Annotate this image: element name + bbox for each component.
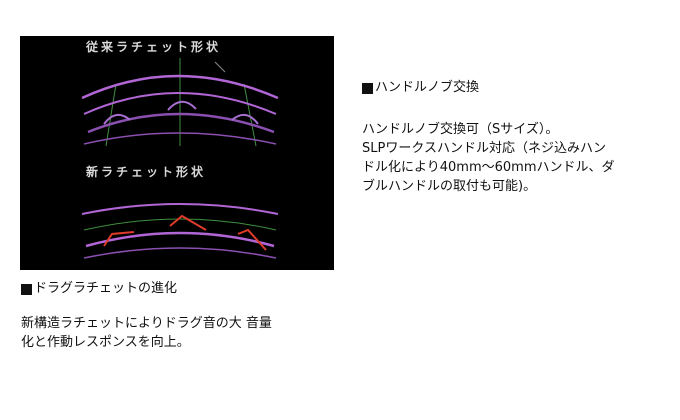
- handle-section-heading-text: ハンドルノブ交換: [375, 80, 480, 95]
- old-tooth-left: [103, 113, 131, 125]
- handle-section-body: ハンドルノブ交換可（Sサイズ）。 SLPワークスハンドル対応（ネジ込みハン ドル…: [362, 120, 614, 196]
- old-ratchet-title: 従来ラチェット形状: [86, 40, 222, 54]
- handle-section-line: ブルハンドルの取付も可能)。: [362, 179, 537, 194]
- old-tooth-right: [231, 113, 259, 125]
- old-right-guide: [243, 83, 257, 147]
- drag-section-line: 化と作動レスポンスを向上。: [21, 335, 190, 350]
- handle-section-heading: ハンドルノブ交換: [362, 79, 479, 97]
- new-ratchet-title: 新ラチェット形状: [86, 165, 207, 179]
- bullet-square-icon: [21, 283, 32, 295]
- drag-section-heading-text: ドラグラチェットの進化: [34, 281, 178, 296]
- new-ratchet-diagram: [81, 203, 279, 259]
- old-base-ring: [83, 132, 277, 145]
- drag-section-body: 新構造ラチェットによりドラグ音の大 音量 化と作動レスポンスを向上。: [21, 314, 272, 352]
- new-tooth-center: [169, 214, 207, 231]
- new-base-ring: [83, 247, 277, 259]
- drag-section-heading: ドラグラチェットの進化: [21, 280, 177, 298]
- drag-section-line: 新構造ラチェットによりドラグ音の大 音量: [21, 316, 272, 331]
- old-ratchet-diagram: [81, 58, 279, 147]
- new-guide-ring: [83, 218, 277, 231]
- new-tooth-right: [237, 228, 267, 251]
- old-left-guide: [105, 83, 117, 147]
- old-outer-ring: [81, 74, 279, 100]
- new-inner-ring: [85, 231, 275, 248]
- ratchet-comparison-figure: 従来ラチェット形状 新ラチェット形状: [20, 36, 334, 270]
- new-tooth-left: [103, 231, 135, 247]
- old-middle-ring: [83, 92, 277, 115]
- handle-section-line: ドル化により40mm～60mmハンドル、ダ: [362, 160, 615, 175]
- handle-section-line: ハンドルノブ交換可（Sサイズ）。: [362, 122, 559, 137]
- bullet-square-icon: [362, 82, 373, 94]
- old-inner-ring: [87, 112, 275, 134]
- ratchet-diagram: [81, 58, 279, 259]
- old-tooth-center: [167, 100, 197, 111]
- handle-section-line: SLPワークスハンドル対応（ネジ込みハン: [362, 141, 606, 156]
- new-outer-ring: [81, 203, 279, 215]
- old-pointer-line: [214, 61, 226, 73]
